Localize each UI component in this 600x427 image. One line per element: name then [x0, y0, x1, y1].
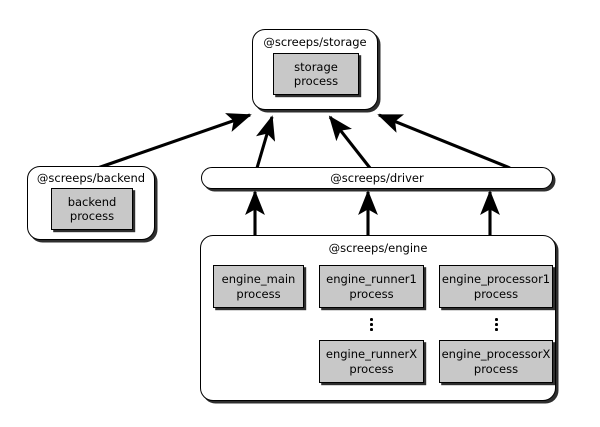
package-backend-label: @screeps/backend [36, 171, 146, 185]
package-backend[interactable]: @screeps/backend backend process [27, 166, 155, 240]
edge-driver-to-storage-left [255, 115, 276, 169]
process-backend[interactable]: backend process [51, 188, 133, 230]
edge-driver-to-storage-middle [328, 115, 372, 169]
package-engine[interactable]: @screeps/engine engine_main process engi… [200, 235, 556, 401]
process-engine-runner1-name: engine_runner1 [326, 272, 417, 286]
process-engine-main[interactable]: engine_main process [213, 265, 304, 308]
process-engine-runnerX-name: engine_runnerX [325, 347, 418, 361]
process-engine-processorX[interactable]: engine_processorX process [439, 340, 553, 383]
process-engine-runner1[interactable]: engine_runner1 process [319, 265, 424, 308]
process-engine-runnerX-suffix: process [349, 361, 394, 376]
edge-driver-to-storage-right [377, 113, 511, 170]
package-driver-label: @screeps/driver [330, 171, 424, 185]
process-storage-name: storage [294, 59, 338, 74]
process-engine-processorX-suffix: process [473, 361, 519, 376]
edge-backend-to-storage [88, 113, 252, 173]
process-storage-suffix: process [293, 74, 339, 88]
process-engine-runner1-suffix: process [349, 286, 394, 301]
process-backend-suffix: process [69, 209, 115, 223]
process-engine-runnerX[interactable]: engine_runnerX process [319, 340, 424, 383]
package-storage-label: @screeps/storage [263, 35, 367, 49]
process-engine-processor1-name: engine_processor1 [441, 272, 551, 286]
process-engine-main-suffix: process [236, 286, 281, 301]
package-storage[interactable]: @screeps/storage storage process [252, 29, 378, 110]
process-storage[interactable]: storage process [273, 53, 359, 95]
package-driver[interactable]: @screeps/driver [201, 167, 553, 189]
process-engine-processor1[interactable]: engine_processor1 process [439, 265, 553, 308]
process-engine-processor1-suffix: process [473, 286, 519, 301]
process-backend-name: backend [67, 194, 117, 209]
process-engine-processorX-name: engine_processorX [441, 347, 551, 361]
process-engine-main-name: engine_main [221, 272, 296, 286]
vertical-dots-processor-icon [490, 318, 503, 331]
vertical-dots-runner-icon [365, 318, 378, 331]
package-engine-label: @screeps/engine [328, 241, 428, 255]
